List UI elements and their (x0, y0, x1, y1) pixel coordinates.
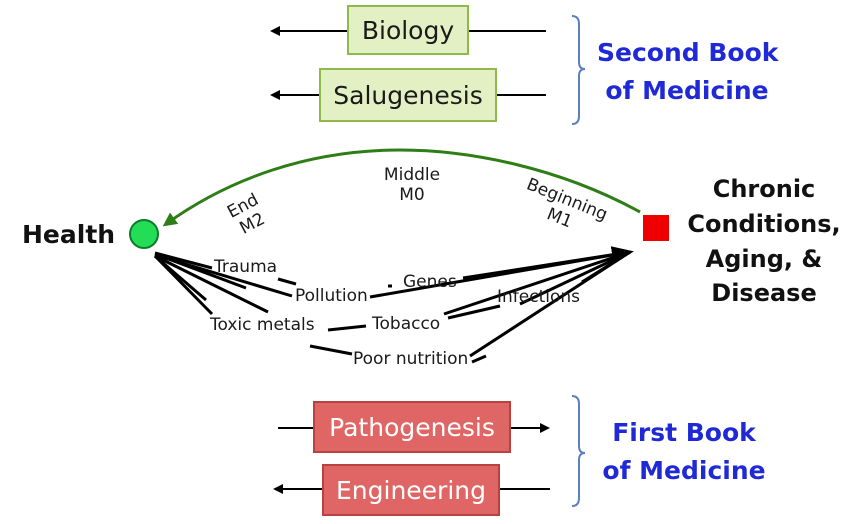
factor-lines (153, 246, 634, 364)
salugenesis-label: Salugenesis (333, 80, 483, 110)
factor-trauma: Trauma (214, 257, 278, 277)
factor-tobacco: Tobacco (372, 314, 441, 334)
engineering-box: Engineering (322, 464, 500, 516)
health-label: Health (22, 220, 116, 249)
pathogenesis-box: Pathogenesis (313, 401, 511, 453)
biology-label: Biology (361, 15, 455, 45)
salugenesis-box: Salugenesis (319, 68, 497, 122)
factor-poor-nutrition: Poor nutrition (353, 349, 469, 369)
engineering-label: Engineering (336, 475, 486, 505)
health-node (129, 219, 159, 249)
factor-genes: Genes (403, 272, 457, 292)
factor-toxic-metals: Toxic metals (210, 315, 315, 335)
second-book-bracket (571, 15, 586, 125)
first-book-label: First Book of Medicine (602, 418, 766, 485)
chronic-label: Chronic Conditions, Aging, & Disease (687, 175, 841, 308)
first-book-bracket (571, 395, 586, 507)
return-arc (162, 148, 641, 227)
biology-box: Biology (347, 5, 469, 55)
middle-label: Middle M0 (383, 165, 441, 206)
second-book-label: Second Book of Medicine (597, 38, 779, 105)
disease-node (643, 215, 669, 241)
factor-pollution: Pollution (295, 286, 368, 306)
pathogenesis-label: Pathogenesis (329, 412, 495, 442)
factor-infections: Infections (497, 287, 580, 307)
